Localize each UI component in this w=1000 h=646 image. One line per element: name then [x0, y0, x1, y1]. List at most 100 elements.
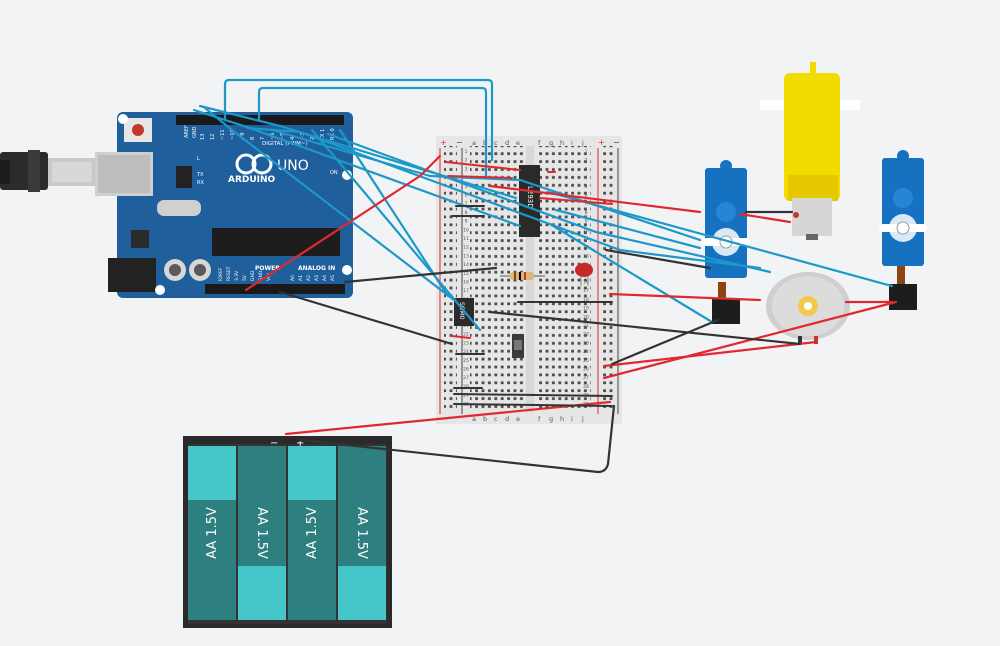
- breadboard-row-label: 11: [463, 236, 469, 242]
- breadboard-row-label: 22: [463, 332, 469, 338]
- breadboard-column-label: h: [560, 415, 564, 423]
- servo-motor-right[interactable]: [879, 150, 927, 310]
- breadboard-row-label: 1: [585, 149, 588, 155]
- breadboard-column-label: a: [472, 415, 476, 423]
- analog-label: ANALOG IN: [298, 265, 335, 272]
- breadboard-column-label: e: [516, 415, 520, 423]
- pin-label-tx: TX: [196, 172, 204, 178]
- arduino-logo-text: ARDUINO: [228, 175, 276, 185]
- battery-cell-label: AA 1.5V: [305, 507, 320, 559]
- power-pin-label: IOREF: [218, 267, 224, 281]
- breadboard-row-label: 11: [583, 236, 589, 242]
- usb-cable: [0, 150, 96, 192]
- digital-pin-label: ~5: [280, 133, 286, 140]
- breadboard-row-label: 23: [583, 340, 589, 346]
- breadboard-row-label: 25: [463, 358, 469, 364]
- power-analog-header[interactable]: [205, 284, 345, 294]
- breadboard-row-label: 7: [465, 201, 468, 207]
- breadboard-column-label: b: [483, 415, 487, 423]
- pin-label-on: ON: [330, 170, 338, 176]
- breadboard-row-label: 6: [585, 193, 588, 199]
- power-pin-label: 3.3V: [234, 270, 240, 281]
- pin-label-aref: AREF: [184, 125, 190, 138]
- digital-pin-label: ~3: [300, 133, 306, 140]
- battery-cell-label: AA 1.5V: [254, 507, 269, 559]
- breadboard-row-label: 21: [583, 323, 589, 329]
- analog-pin-label: A1: [298, 275, 304, 281]
- power-pin-label: 5V: [242, 274, 248, 281]
- breadboard-row-label: 4: [585, 175, 588, 181]
- breadboard-row-label: 13: [463, 253, 469, 259]
- breadboard-row-label: 17: [583, 288, 589, 294]
- breadboard-row-label: 25: [583, 358, 589, 364]
- breadboard-row-label: 26: [463, 367, 469, 373]
- digital-label: DIGITAL (PWM~): [262, 141, 308, 147]
- analog-pin-label: A3: [314, 275, 320, 281]
- breadboard-column-label: i: [571, 139, 573, 147]
- breadboard-row-label: 16: [583, 280, 589, 286]
- pin-label-l: L: [197, 156, 200, 162]
- power-pin-label: RESET: [226, 266, 232, 281]
- breadboard-row-label: 9: [585, 219, 588, 225]
- breadboard-column-label: d: [505, 415, 509, 423]
- aa-battery-cell: AA 1.5V: [288, 446, 336, 620]
- battery-cell-label: AA 1.5V: [205, 507, 220, 559]
- resistor: [500, 272, 545, 280]
- power-pin-label: GND: [250, 270, 256, 281]
- breadboard-row-label: 17: [463, 288, 469, 294]
- digital-pin-label: 7: [260, 137, 266, 140]
- breadboard-row-label: 28: [463, 384, 469, 390]
- breadboard-row-label: 28: [583, 384, 589, 390]
- breadboard-row-label: 27: [463, 375, 469, 381]
- breadboard-row-label: 24: [583, 349, 589, 355]
- servo-motor-left[interactable]: [702, 160, 750, 324]
- digital-pin-label: ~11: [220, 129, 226, 140]
- breadboard-row-label: 19: [583, 306, 589, 312]
- breadboard-column-label: g: [549, 139, 553, 147]
- breadboard-row-label: 14: [463, 262, 469, 268]
- board-model: UNO: [277, 158, 309, 174]
- breadboard-column-label: h: [560, 139, 564, 147]
- digital-pin-label: 4: [290, 137, 296, 140]
- breadboard-row-label: 12: [463, 245, 469, 251]
- breadboard-row-label: 2: [585, 158, 588, 164]
- sensor-chip-label: SOM0: [458, 302, 465, 320]
- rail-plus-left: +: [440, 138, 447, 147]
- battery-cell-label: AA 1.5V: [354, 507, 369, 559]
- breadboard-row-label: 10: [463, 227, 469, 233]
- breadboard-row-label: 3: [585, 166, 588, 172]
- breadboard-row-label: 18: [583, 297, 589, 303]
- breadboard-column-label: e: [516, 139, 520, 147]
- pin-label-gnd: GND: [192, 126, 198, 138]
- analog-pin-label: A2: [306, 275, 312, 281]
- digital-pin-label: TX 1: [320, 129, 326, 141]
- pin-label-rx: RX: [197, 180, 204, 186]
- battery-cells: AA 1.5V AA 1.5V AA 1.5V AA 1.5V: [188, 446, 386, 620]
- arduino-uno-board[interactable]: ARDUINO UNO DIGITAL (PWM~) POWER ANALOG …: [95, 112, 353, 298]
- breadboard-row-label: 8: [585, 210, 588, 216]
- breadboard-column-label: j: [581, 415, 584, 423]
- power-label: POWER: [255, 265, 280, 272]
- battery-pack[interactable]: AA 1.5V AA 1.5V AA 1.5V AA 1.5V − +: [183, 436, 392, 628]
- breadboard-column-label: c: [494, 139, 498, 147]
- digital-pin-label: ~10: [230, 129, 236, 140]
- analog-pin-label: A4: [322, 275, 328, 281]
- aa-battery-cell: AA 1.5V: [238, 446, 286, 620]
- power-pin-label: VIN: [266, 273, 272, 281]
- breadboard-row-label: 9: [465, 219, 468, 225]
- aa-battery-cell: AA 1.5V: [188, 446, 236, 620]
- battery-neg-terminal: −: [270, 438, 278, 449]
- breadboard-row-label: 16: [463, 280, 469, 286]
- breadboard-column-label: c: [494, 415, 498, 423]
- battery-pos-terminal: +: [296, 438, 304, 449]
- arduino-logo-icon: [235, 153, 257, 175]
- breadboard-row-label: 10: [583, 227, 589, 233]
- slide-switch[interactable]: [512, 334, 524, 358]
- l293d-chip[interactable]: L293D: [519, 165, 540, 237]
- analog-pin-label: A0: [290, 275, 296, 281]
- power-pin-label: GND: [258, 270, 264, 281]
- breadboard-row-label: 8: [465, 210, 468, 216]
- rail-minus-right: −: [613, 138, 620, 147]
- digital-pin-label: RX 0: [330, 128, 336, 140]
